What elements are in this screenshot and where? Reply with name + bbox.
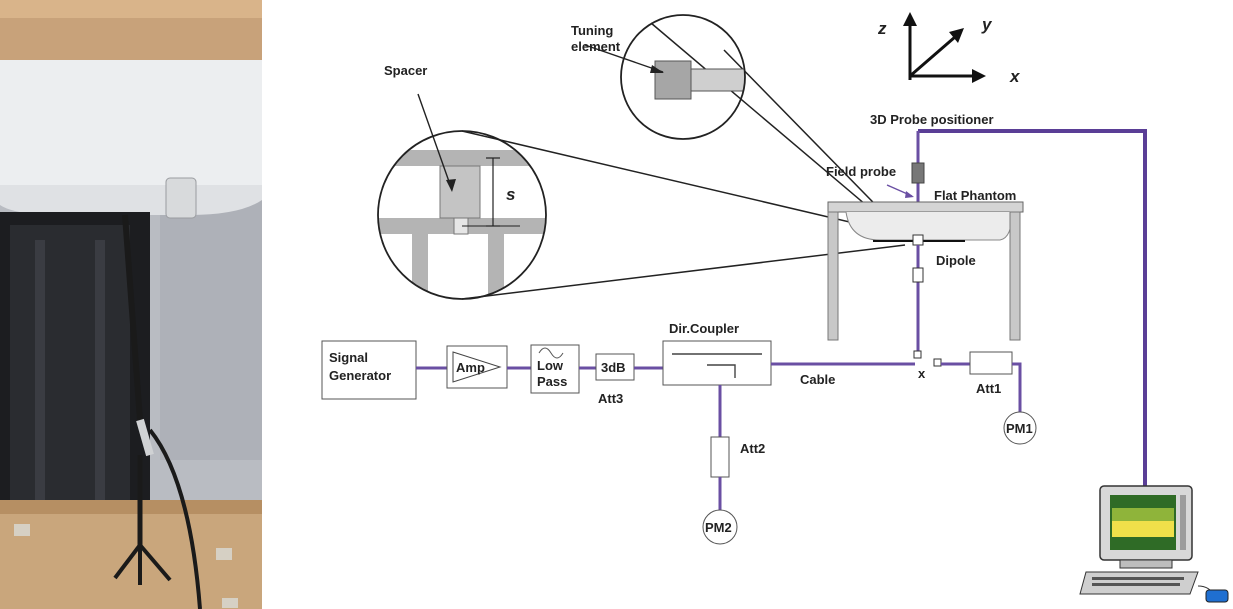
spacer-zoom-circle (377, 130, 547, 300)
spacer-dimension-label: s (506, 185, 515, 204)
att2-box (710, 436, 730, 478)
tuning-zoom-circle (620, 14, 746, 140)
att3-label: Att3 (598, 391, 623, 406)
directional-coupler-label: Dir.Coupler (669, 321, 739, 336)
directional-coupler-box (662, 340, 772, 386)
signal-generator-label-line2: Generator (329, 368, 391, 383)
spacer-detail: Spacer s (377, 63, 906, 300)
zoom-line (461, 244, 906, 300)
att2-label: Att2 (740, 441, 765, 456)
att3-box (595, 353, 635, 381)
mouse-icon (1205, 589, 1229, 603)
pm2-circle (702, 509, 738, 545)
tuning-detail: Tuning element (571, 14, 911, 241)
computer-icon (1079, 485, 1229, 603)
att3-box-label: 3dB (601, 360, 626, 375)
field-probe-label: Field probe (826, 164, 896, 179)
pm2-label: PM2 (705, 520, 732, 535)
pm1-circle (1003, 411, 1037, 445)
flat-phantom-label: Flat Phantom (934, 188, 1016, 203)
spacer-block (439, 165, 481, 219)
probe-positioner-label: 3D Probe positioner (870, 112, 994, 127)
low-pass-label-line2: Pass (537, 374, 567, 389)
signal-generator-box (321, 340, 417, 400)
low-pass-label-line1: Low (537, 358, 564, 373)
phantom-leg (1009, 211, 1021, 341)
spacer-label: Spacer (384, 63, 427, 78)
tuning-element-block (654, 60, 692, 100)
signal-chain: Signal Generator Amp Low Pass 3dB Att3 D… (321, 321, 1037, 545)
junction-label: x (918, 366, 926, 381)
att1-label: Att1 (976, 381, 1001, 396)
phantom-leg (827, 211, 839, 341)
phantom-shell (827, 201, 1024, 213)
signal-generator-label-line1: Signal (329, 350, 368, 365)
dipole-label: Dipole (936, 253, 976, 268)
phantom-setup: 3D Probe positioner Field probe Flat Pha… (826, 112, 1147, 488)
upper-plate (378, 150, 546, 166)
pm1-label: PM1 (1006, 421, 1033, 436)
cable-label: Cable (800, 372, 835, 387)
axis-z-label: z (877, 19, 887, 38)
coordinate-axes: z y x (877, 12, 1021, 86)
tuning-element-label-line1: Tuning (571, 23, 613, 38)
axis-x-label: x (1009, 67, 1021, 86)
field-probe-body (911, 162, 925, 184)
setup-photo (0, 0, 262, 609)
tuning-element-label-line2: element (571, 39, 621, 54)
att1-box (969, 351, 1013, 375)
positioner-cable (918, 129, 1147, 488)
axis-y-label: y (981, 15, 993, 34)
amplifier-label: Amp (456, 360, 485, 375)
